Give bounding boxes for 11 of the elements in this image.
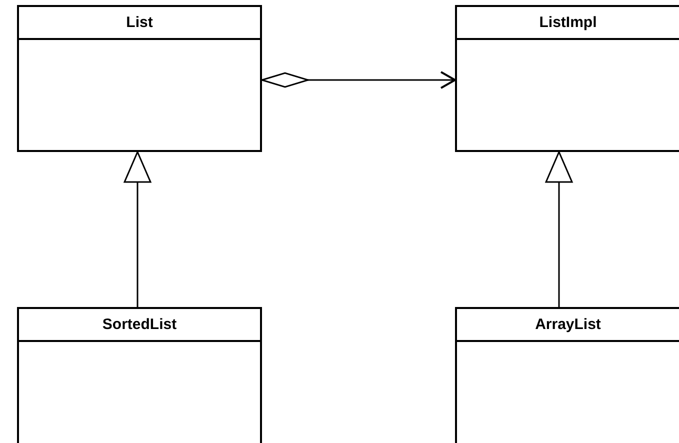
class-name: SortedList (102, 316, 177, 333)
inheritance-arrow (545, 151, 573, 307)
aggregation-arrow (261, 71, 456, 89)
class-name: ListImpl (539, 14, 597, 31)
class-box (17, 307, 262, 443)
class-box (455, 5, 679, 152)
inheritance-arrow (124, 151, 152, 307)
class-box (17, 5, 262, 152)
class-box (455, 307, 679, 443)
class-name: List (126, 14, 153, 31)
class-name: ArrayList (535, 316, 601, 333)
